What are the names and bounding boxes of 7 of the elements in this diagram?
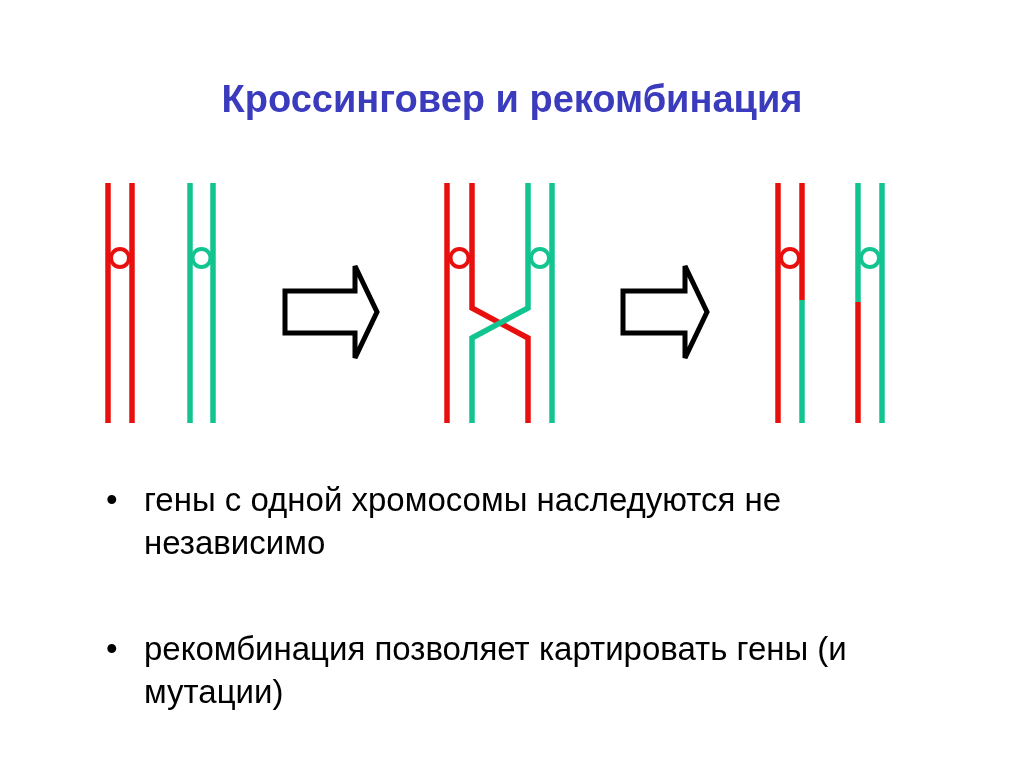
block-arrow <box>282 263 380 361</box>
block-arrow <box>620 263 710 361</box>
title: Кроссинговер и рекомбинация <box>220 78 804 121</box>
bullet-mark: • <box>106 629 119 669</box>
bullet-text: рекомбинация позволяет картировать гены (и мутации) <box>144 629 848 712</box>
bullet-mark: • <box>106 480 119 520</box>
bullet-text: гены с одной хромосомы наследуются не независимо <box>144 480 783 563</box>
